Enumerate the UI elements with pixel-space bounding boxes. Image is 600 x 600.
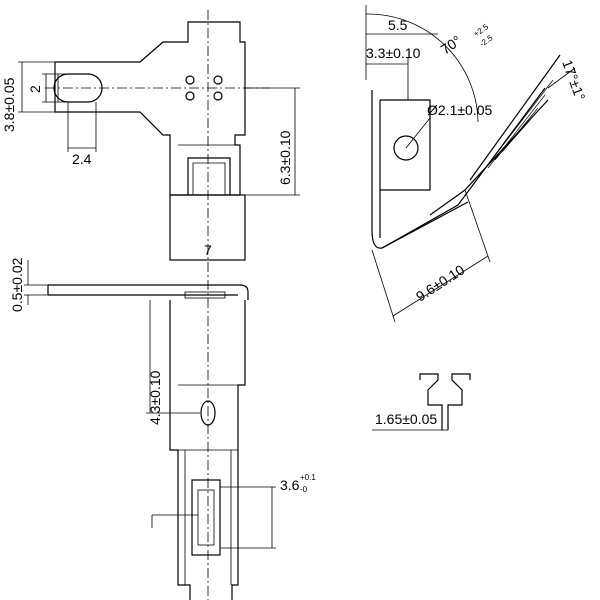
hole-icon bbox=[393, 135, 419, 161]
clip-view: 1.65±0.05 bbox=[372, 373, 471, 431]
leader-line bbox=[405, 117, 431, 149]
top-view-outline bbox=[54, 21, 246, 196]
clip-left bbox=[419, 373, 443, 430]
thickness-dim-label: 0.5±0.02 bbox=[9, 257, 25, 312]
width-dim-label: 7 bbox=[204, 242, 212, 258]
angle-arc bbox=[365, 13, 479, 123]
side-view: 0.5±0.02 bbox=[9, 257, 249, 312]
bottom-left-edge bbox=[169, 300, 191, 600]
bottom-view: 4.3±0.10 3.6 +0.1 -0 bbox=[146, 300, 316, 600]
hole-diameter-dim-label: Ø2.1±0.05 bbox=[427, 102, 492, 118]
hole-position-dim-label: 4.3±0.10 bbox=[147, 370, 163, 425]
angle-view: 5.5 3.3±0.10 70° +2.5 -2.5 Ø2.1±0.05 17°… bbox=[365, 5, 589, 323]
hole-icon bbox=[185, 75, 195, 85]
extension-line bbox=[371, 249, 396, 323]
slot-height-dim-label: 2 bbox=[27, 85, 43, 93]
arm-hatch bbox=[479, 79, 554, 176]
plate-body bbox=[380, 99, 431, 191]
height-dim-label: 3.8±0.05 bbox=[1, 77, 17, 132]
tab-length-dim-label: 6.3±0.10 bbox=[277, 130, 293, 185]
dimension-line bbox=[392, 255, 489, 317]
bend-angle-dim-label: 17°±1° bbox=[559, 58, 588, 103]
window-tol-lower: -0 bbox=[300, 485, 308, 494]
hole-icon bbox=[213, 91, 223, 101]
u-slot-inner bbox=[192, 162, 226, 195]
window-tol-upper: +0.1 bbox=[300, 473, 316, 482]
u-slot-outer bbox=[187, 157, 231, 195]
overall-dim-label: 5.5 bbox=[388, 17, 408, 33]
strip-bend bbox=[184, 291, 226, 299]
top-view: 3.8±0.05 2 2.4 6.3±0.10 7 bbox=[1, 10, 300, 600]
strip-top bbox=[48, 284, 249, 300]
extension-line bbox=[464, 189, 491, 263]
window-outline bbox=[191, 479, 221, 556]
length-dim-label: 9.6±0.10 bbox=[413, 261, 468, 304]
clip-right bbox=[447, 373, 471, 430]
hole-icon bbox=[185, 91, 195, 101]
slot-outline bbox=[53, 73, 103, 103]
window-inner bbox=[197, 489, 215, 546]
plate-outer bbox=[371, 90, 469, 249]
slot-width-dim-label: 2.4 bbox=[72, 151, 92, 167]
gap-dim-label: 1.65±0.05 bbox=[375, 411, 437, 427]
angle-dim-label: 70° bbox=[438, 32, 465, 57]
window-dim-label: 3.6 bbox=[280, 477, 300, 493]
hole-icon bbox=[213, 75, 223, 85]
arm-edge bbox=[469, 54, 561, 181]
hole-icon bbox=[200, 400, 216, 426]
arm-outer bbox=[381, 87, 546, 249]
hole-offset-dim-label: 3.3±0.10 bbox=[366, 45, 421, 61]
extension-line bbox=[547, 67, 576, 89]
